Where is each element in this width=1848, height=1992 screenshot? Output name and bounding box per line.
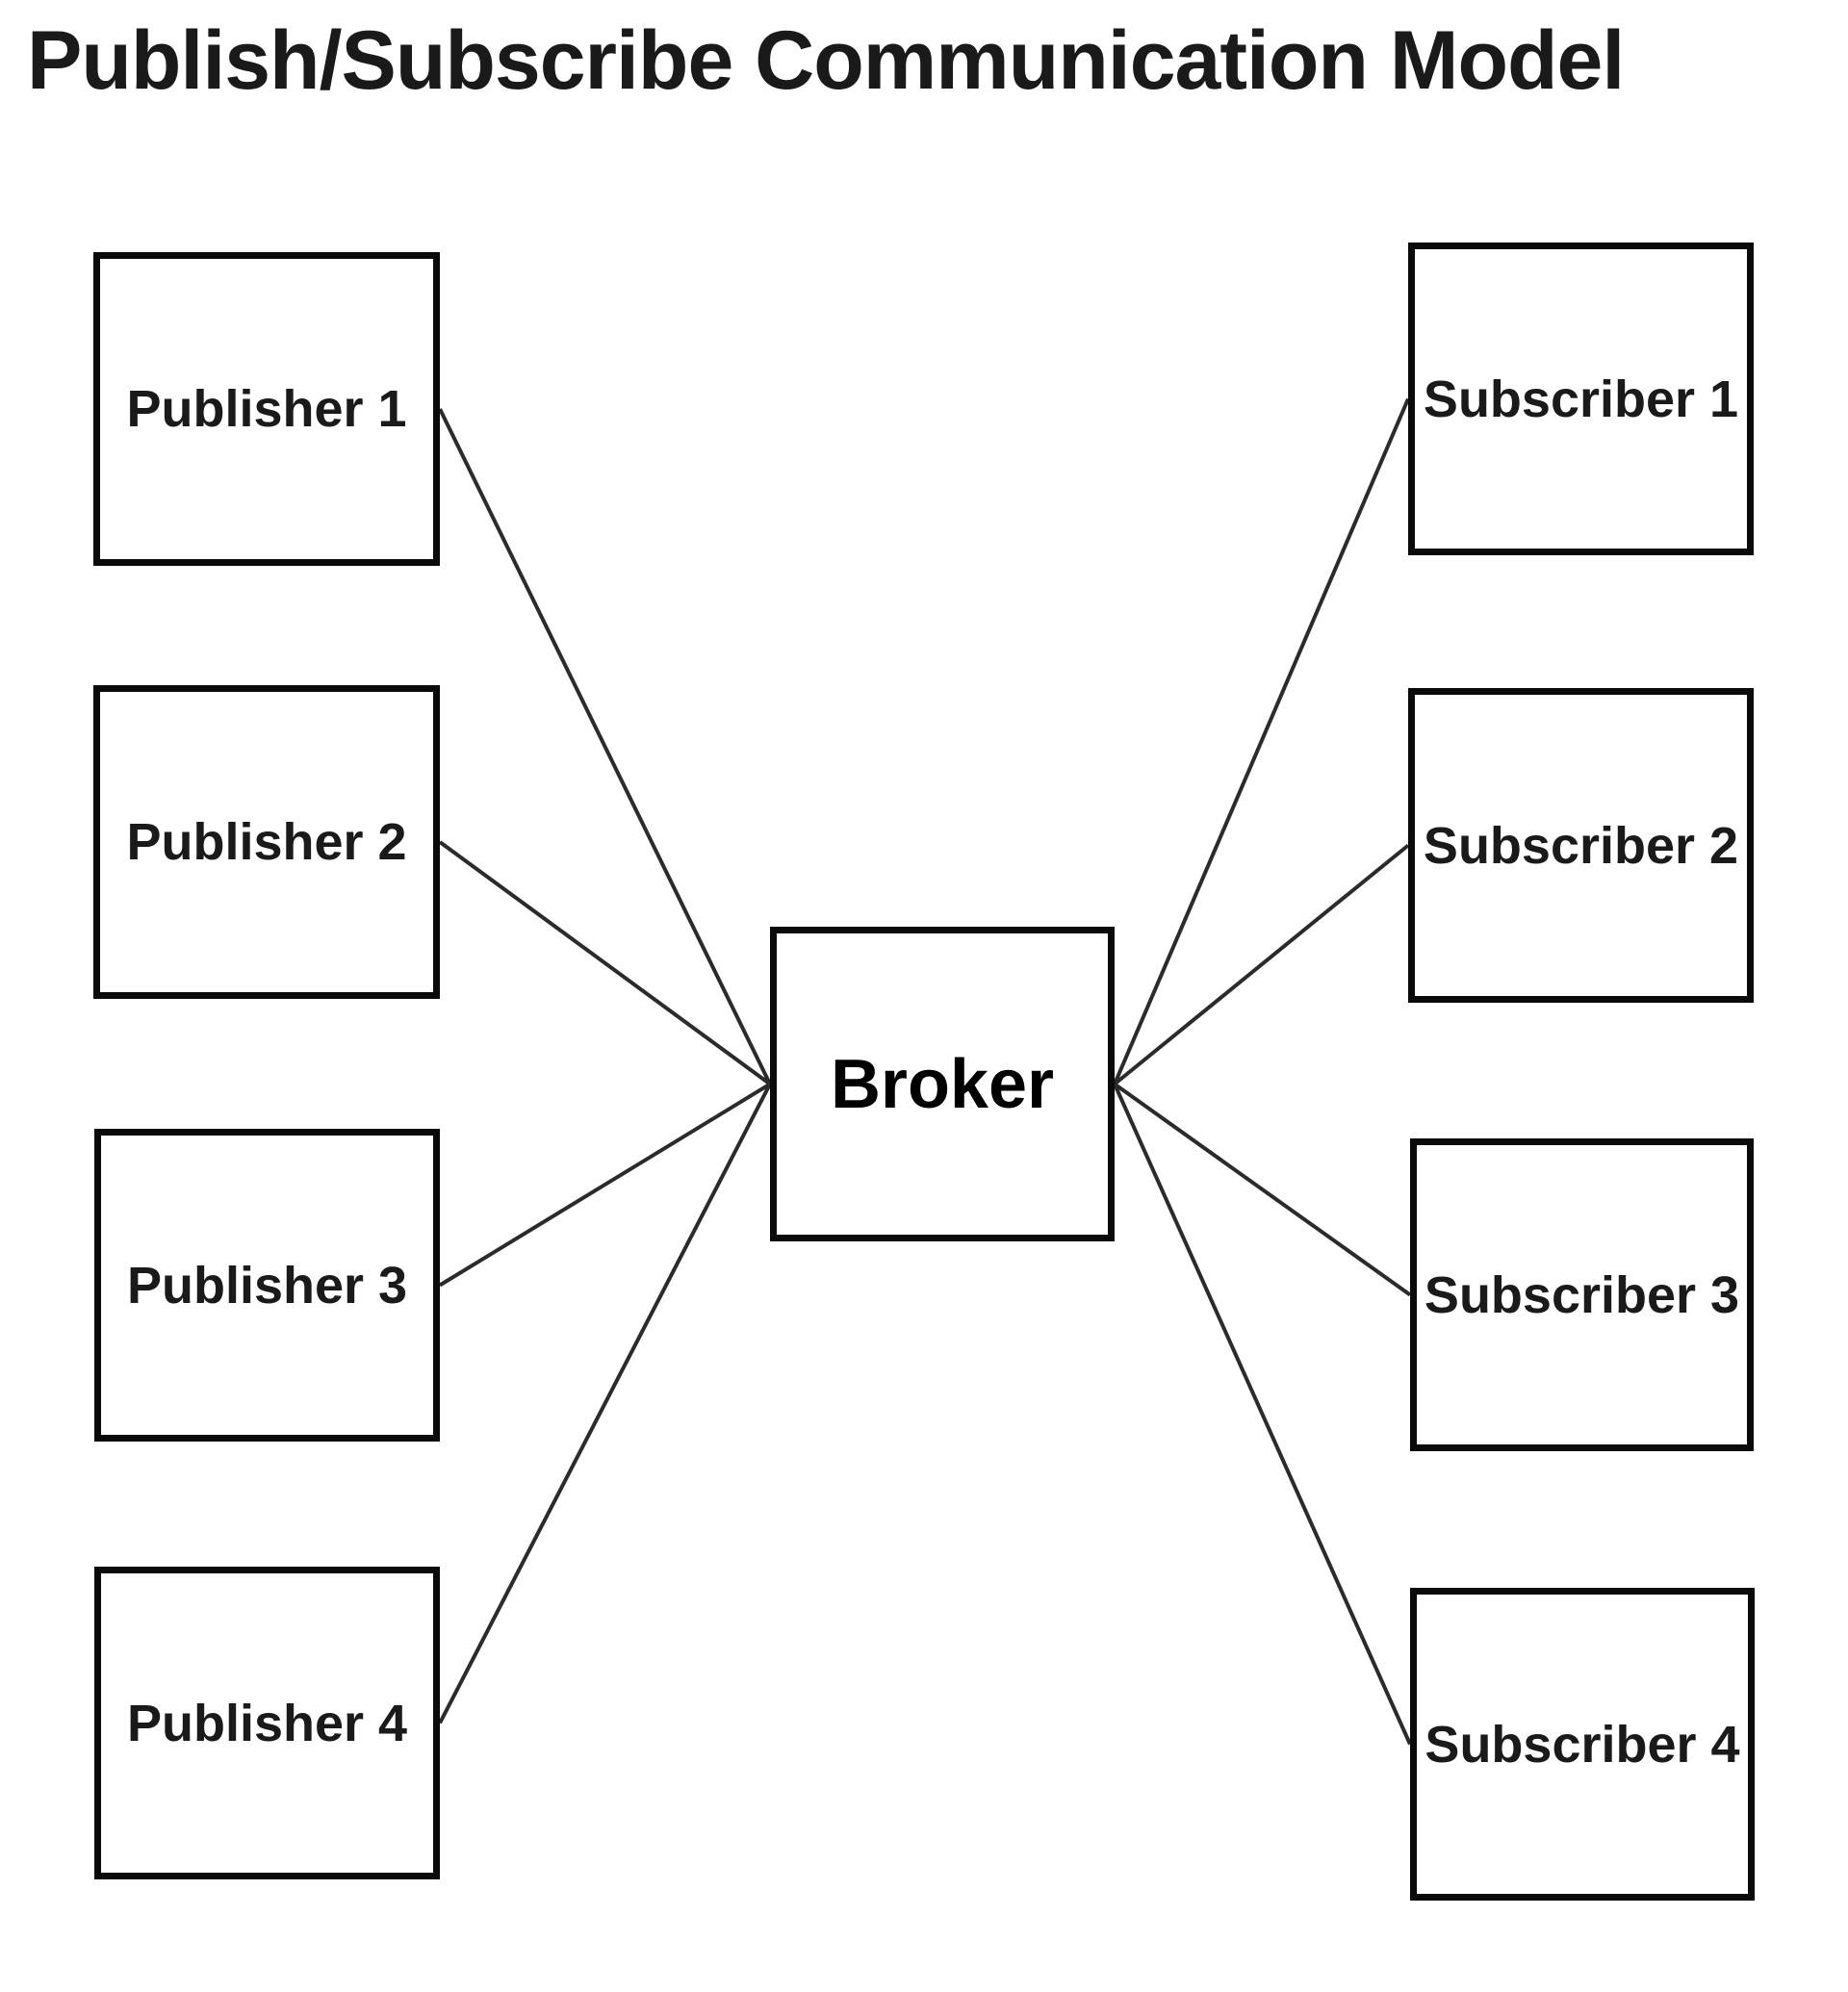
- edge-publisher-2-to-broker: [438, 840, 772, 1086]
- subscriber-1-label: Subscriber 1: [1423, 370, 1739, 428]
- subscriber-4-box: Subscriber 4: [1410, 1588, 1755, 1901]
- subscriber-4-label: Subscriber 4: [1424, 1715, 1740, 1774]
- edge-publisher-4-to-broker: [438, 1083, 772, 1724]
- publisher-1-label: Publisher 1: [126, 380, 407, 438]
- edge-publisher-1-to-broker: [438, 408, 772, 1085]
- edge-broker-to-subscriber-3: [1113, 1082, 1412, 1297]
- edge-broker-to-subscriber-1: [1113, 397, 1410, 1085]
- broker-label: Broker: [830, 1045, 1055, 1123]
- edge-broker-to-subscriber-4: [1113, 1083, 1412, 1746]
- subscriber-2-box: Subscriber 2: [1408, 688, 1754, 1003]
- publisher-2-label: Publisher 2: [126, 813, 407, 871]
- publisher-4-label: Publisher 4: [126, 1694, 408, 1752]
- subscriber-2-label: Subscriber 2: [1423, 816, 1739, 875]
- publisher-3-label: Publisher 3: [126, 1256, 408, 1315]
- diagram-title: Publish/Subscribe Communication Model: [27, 14, 1625, 107]
- subscriber-1-box: Subscriber 1: [1408, 243, 1754, 555]
- edge-publisher-3-to-broker: [438, 1082, 772, 1288]
- publisher-2-box: Publisher 2: [93, 685, 440, 999]
- edge-broker-to-subscriber-2: [1113, 843, 1410, 1086]
- publisher-3-box: Publisher 3: [94, 1129, 440, 1442]
- publisher-4-box: Publisher 4: [94, 1567, 440, 1879]
- publisher-1-box: Publisher 1: [93, 252, 440, 566]
- broker-box: Broker: [770, 927, 1115, 1241]
- subscriber-3-box: Subscriber 3: [1410, 1138, 1754, 1451]
- subscriber-3-label: Subscriber 3: [1424, 1265, 1740, 1324]
